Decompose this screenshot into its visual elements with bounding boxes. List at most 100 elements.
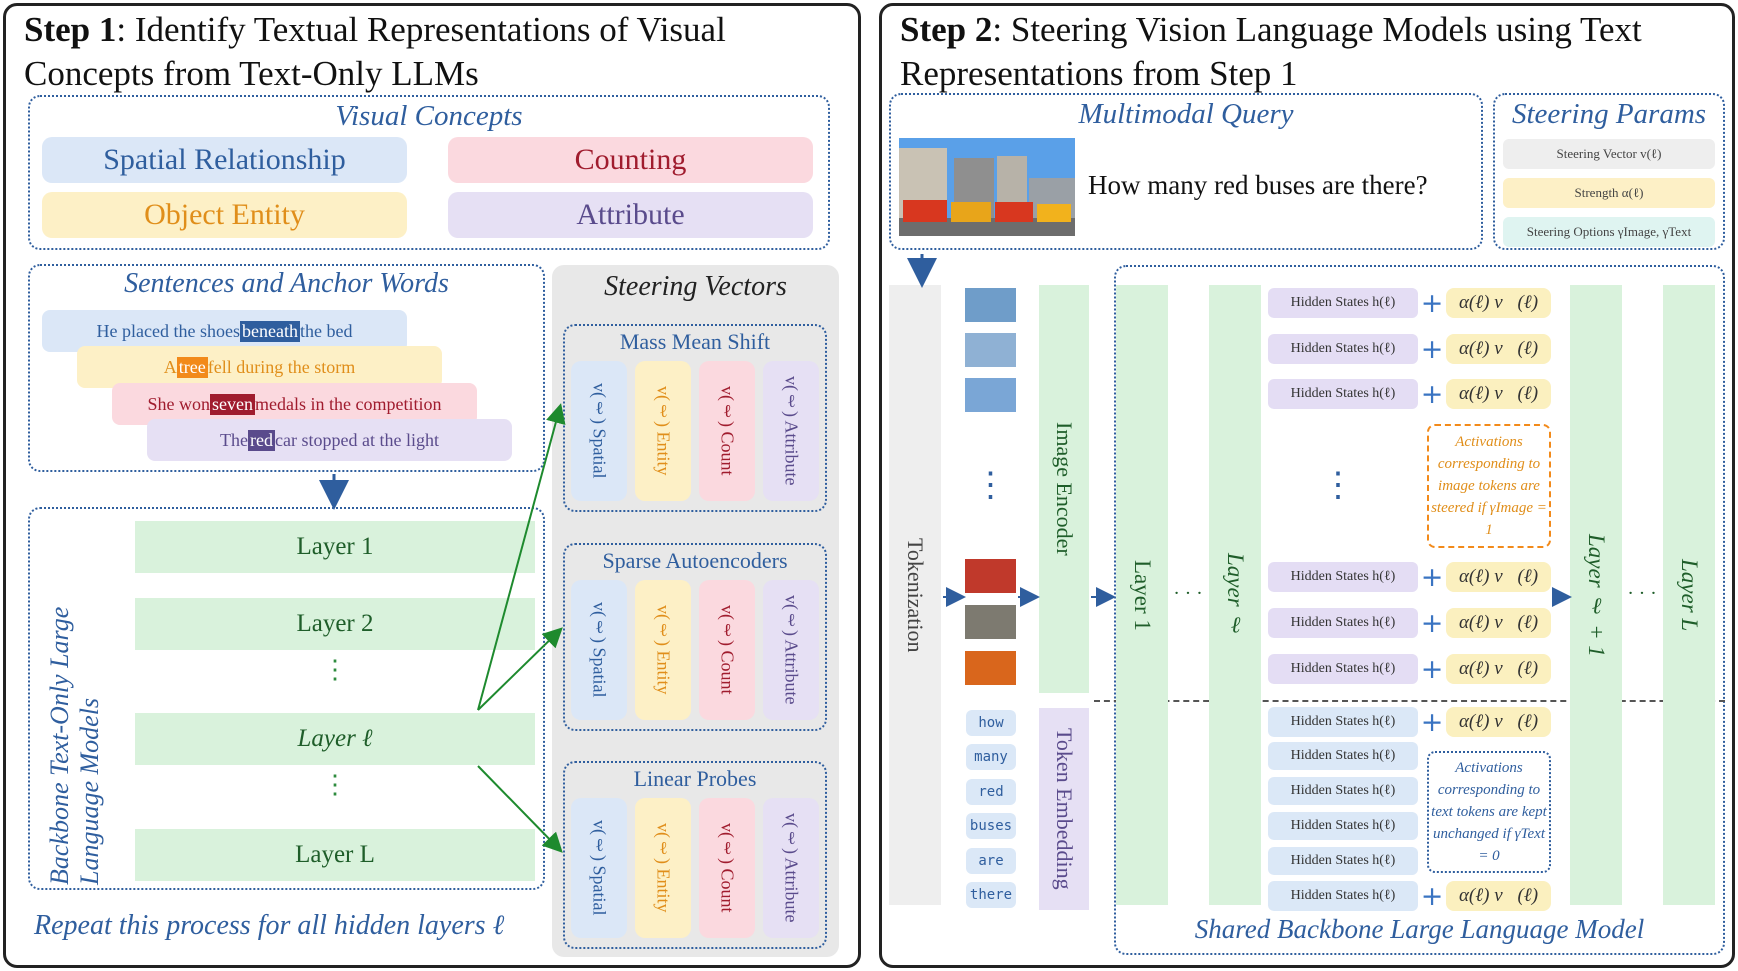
image-encoder: Image Encoder [1039,285,1089,693]
sentence-spatial: He placed the shoes beneath the bed [42,310,407,352]
image-patch [965,333,1016,367]
layer-hdots: · · · [1627,583,1657,604]
tokenization-column: Tokenization [889,285,941,905]
hidden-state: Hidden States h(ℓ) [1268,847,1418,875]
llm-layer-l-plus-1: Layer ℓ + 1 [1570,285,1622,905]
sentences-heading: Sentences and Anchor Words [124,268,449,299]
vector-count: v(ℓ) Count [699,361,755,501]
image-patch [965,559,1016,593]
repeat-footer: Repeat this process for all hidden layer… [34,910,505,941]
vector-spatial: v(ℓ) Spatial [571,798,627,938]
image-patch [965,378,1016,412]
vector-entity: v(ℓ) Entity [635,798,691,938]
step1-title: Step 1: Identify Textual Representations… [24,10,726,93]
llm-layer-l: Layer ℓ [1209,285,1261,905]
image-patch [965,605,1016,639]
plus-icon: + [1420,378,1444,410]
vector-entity: v(ℓ) Entity [635,580,691,720]
steer-term: α(ℓ) v⃗(ℓ) [1446,608,1551,638]
hidden-state: Hidden States h(ℓ) [1268,654,1418,684]
group-title: Mass Mean Shift [619,329,771,354]
layer-vdots: ⋮ [322,770,348,799]
group-linear-probes [563,761,827,949]
hidden-state: Hidden States h(ℓ) [1268,881,1418,911]
group-sparse-autoencoders [563,543,827,731]
layer-vdots: ⋮ [322,655,348,684]
text-token: buses [966,813,1016,839]
plus-icon: + [1420,880,1444,912]
vector-count: v(ℓ) Count [699,798,755,938]
layer-final: Layer L [135,829,535,881]
anchor-word: seven [210,393,255,415]
step2-panel [879,3,1735,968]
visual-concepts-heading: Visual Concepts [335,100,523,132]
llm-layer-final: Layer L [1663,285,1715,905]
steer-term: α(ℓ) v⃗(ℓ) [1446,562,1551,592]
hidden-state: Hidden States h(ℓ) [1268,707,1418,737]
anchor-word: red [248,429,275,451]
anchor-word: beneath [240,320,300,342]
plus-icon: + [1420,706,1444,738]
layer-l: Layer ℓ [135,713,535,765]
steer-term: α(ℓ) v⃗(ℓ) [1446,707,1551,737]
query-question: How many red buses are there? [1088,170,1428,200]
steer-term: α(ℓ) v⃗(ℓ) [1446,654,1551,684]
backbone-label: Backbone Text-Only Large Language Models [45,606,104,885]
step1-panel [3,3,861,968]
steer-term: α(ℓ) v⃗(ℓ) [1446,334,1551,364]
param-steering-vector: Steering Vector v(ℓ) [1503,139,1715,169]
anchor-word: tree [176,356,208,378]
multimodal-query-box [889,93,1483,250]
sentence-object: A tree fell during the storm [77,346,442,388]
plus-icon: + [1420,561,1444,593]
image-steering-note: Activations corresponding to image token… [1427,424,1551,548]
layer-hdots: · · · [1173,583,1203,604]
group-title: Sparse Autoencoders [602,548,788,573]
hidden-vdots: ⋮ [1321,467,1355,504]
hidden-state: Hidden States h(ℓ) [1268,379,1418,409]
visual-concepts-box [28,95,830,250]
vector-count: v(ℓ) Count [699,580,755,720]
param-strength: Strength α(ℓ) [1503,178,1715,208]
plus-icon: + [1420,607,1444,639]
vector-attribute: v(ℓ) Attribute [763,798,819,938]
text-token: how [966,710,1016,736]
text-steering-note: Activations corresponding to text tokens… [1427,751,1551,873]
text-token: there [966,882,1016,908]
steering-params-box [1493,93,1725,250]
plus-icon: + [1420,653,1444,685]
steer-term: α(ℓ) v⃗(ℓ) [1446,288,1551,318]
steering-params-heading: Steering Params [1511,98,1707,130]
hidden-state: Hidden States h(ℓ) [1268,288,1418,318]
llm-layer-1: Layer 1 [1116,285,1168,905]
bus-photo [899,138,1075,236]
group-title: Linear Probes [633,766,757,791]
plus-icon: + [1420,333,1444,365]
steer-term: α(ℓ) v⃗(ℓ) [1446,379,1551,409]
image-text-divider [1094,700,1725,702]
vector-spatial: v(ℓ) Spatial [571,361,627,501]
vector-attribute: v(ℓ) Attribute [763,580,819,720]
vector-spatial: v(ℓ) Spatial [571,580,627,720]
plus-icon: + [1420,287,1444,319]
layer-2: Layer 2 [135,598,535,650]
steer-term: α(ℓ) v⃗(ℓ) [1446,881,1551,911]
text-token: red [966,779,1016,805]
hidden-state: Hidden States h(ℓ) [1268,742,1418,770]
steering-vectors-heading: Steering Vectors [604,271,787,302]
param-steering-options: Steering Options γImage, γText [1503,217,1715,247]
hidden-state: Hidden States h(ℓ) [1268,777,1418,805]
hidden-state: Hidden States h(ℓ) [1268,562,1418,592]
multimodal-query-heading: Multimodal Query [1078,98,1294,130]
sentence-counting: She won seven medals in the competition [112,383,477,425]
hidden-state: Hidden States h(ℓ) [1268,334,1418,364]
text-token: many [966,744,1016,770]
hidden-state: Hidden States h(ℓ) [1268,812,1418,840]
concept-chip-spatial: Spatial Relationship [42,137,407,183]
image-patch [965,651,1016,685]
shared-backbone-label: Shared Backbone Large Language Model [1194,914,1645,944]
vector-entity: v(ℓ) Entity [635,361,691,501]
sentence-attribute: The red car stopped at the light [147,419,512,461]
vector-attribute: v(ℓ) Attribute [763,361,819,501]
concept-chip-object: Object Entity [42,192,407,238]
